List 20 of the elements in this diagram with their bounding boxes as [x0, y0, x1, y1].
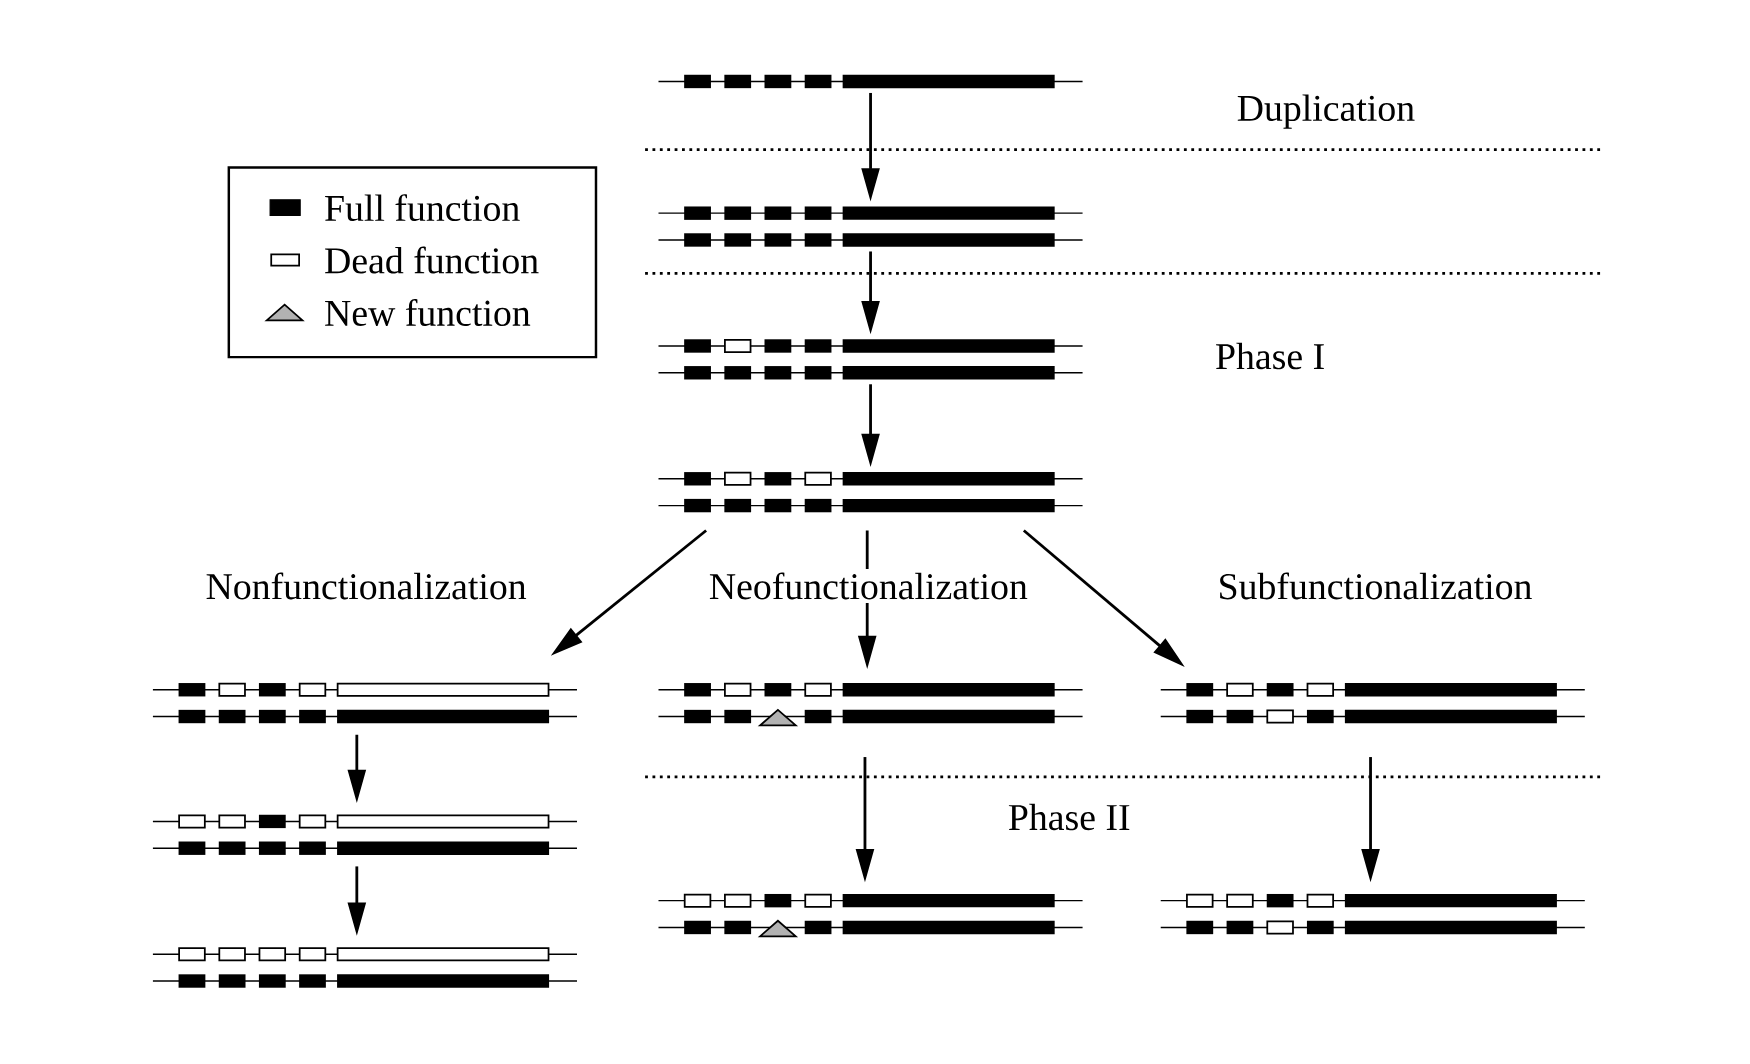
phase-label: Phase II — [1008, 803, 1130, 831]
edge-label: Nonfunctionalization — [202, 569, 531, 604]
gene-pair-drawing — [1160, 893, 1586, 935]
phase-label: Phase I — [1216, 342, 1324, 370]
edge-label: Neofunctionalization — [705, 569, 1032, 604]
gene-pair-drawing — [657, 339, 1084, 380]
gene-pair-drawing — [152, 814, 578, 856]
gene-pair-drawing — [152, 947, 578, 988]
gene-pair-drawing — [657, 893, 1084, 938]
gene-drawing — [657, 74, 1084, 89]
phase-label: Duplication — [1237, 94, 1415, 129]
legend-text: Dead function — [325, 246, 539, 274]
legend-text: New function — [325, 299, 531, 327]
gene-pair-drawing — [152, 682, 578, 724]
gene-pair-drawing — [657, 206, 1084, 247]
edge-label: Subfunctionalization — [1214, 569, 1536, 604]
gene-pair-drawing — [657, 682, 1084, 727]
legend-text: Full function — [325, 194, 520, 222]
gene-pair-drawing — [657, 472, 1084, 513]
gene-pair-drawing — [1160, 682, 1586, 724]
